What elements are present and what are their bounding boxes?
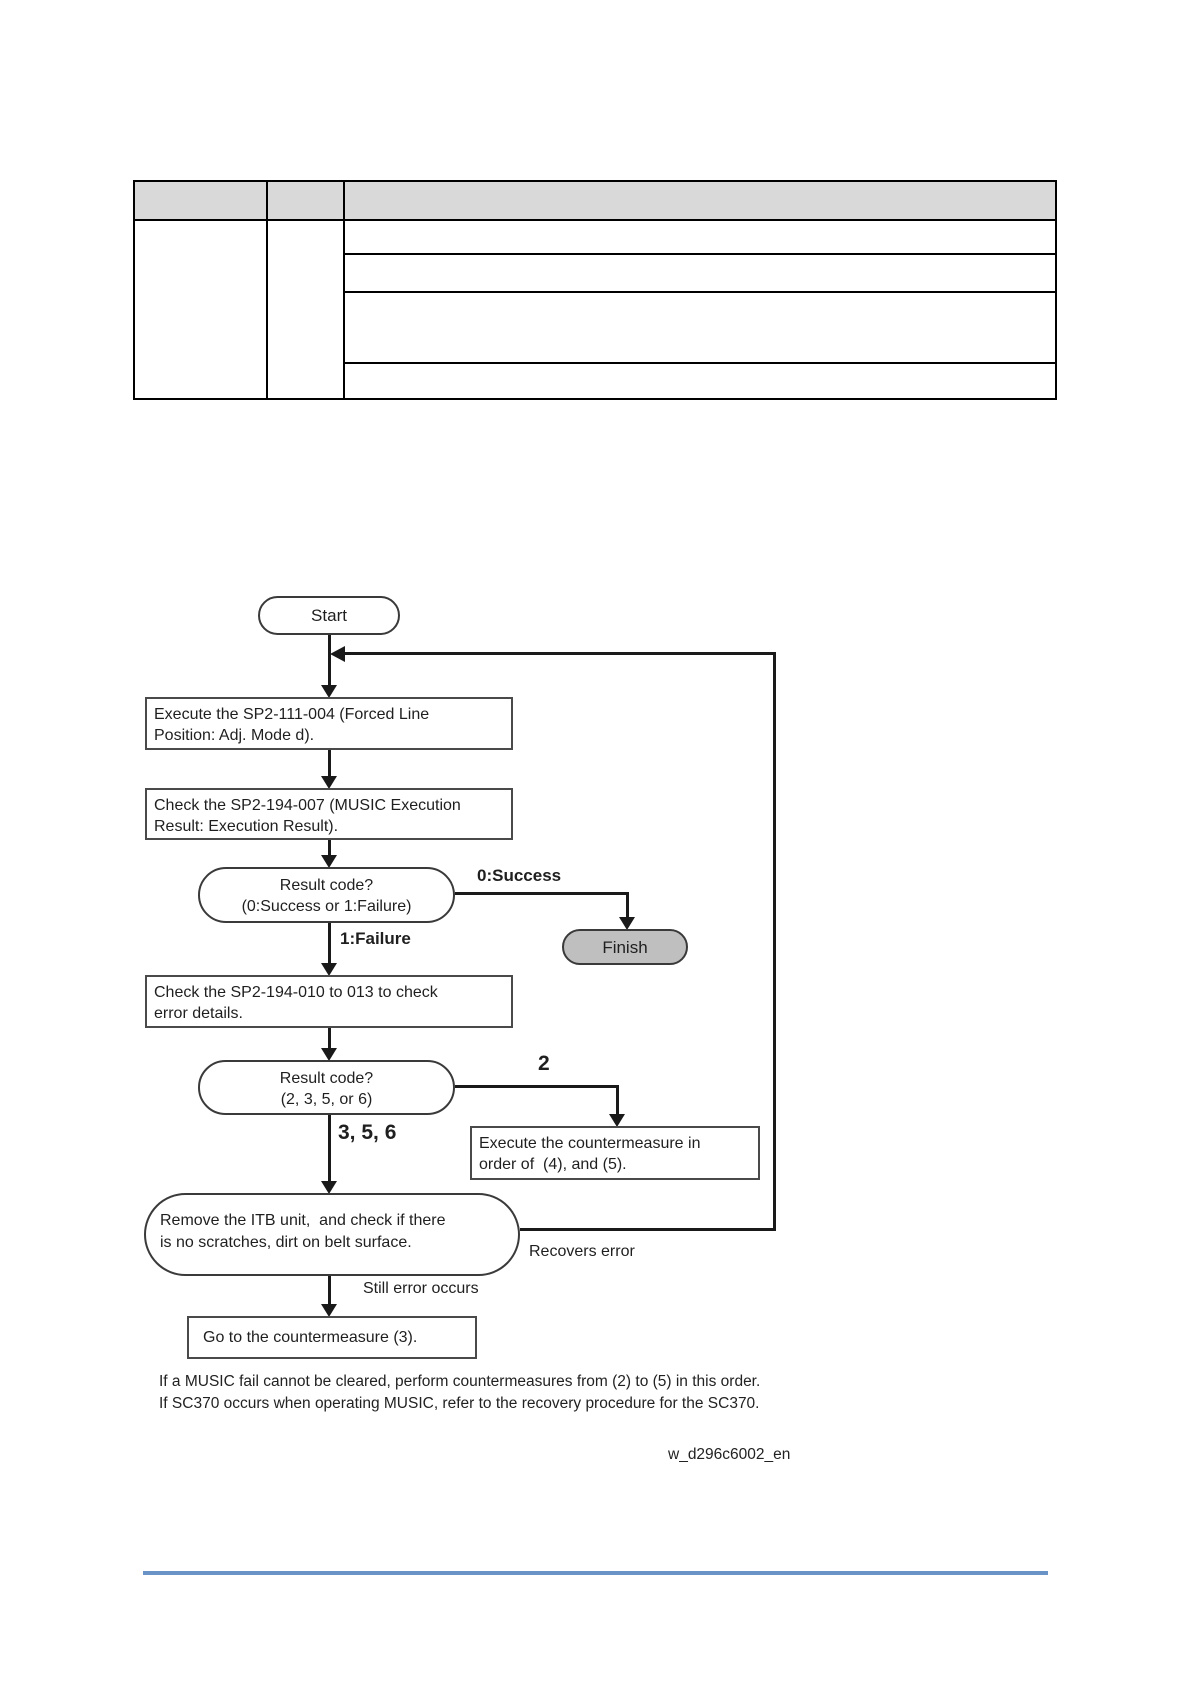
- flowchart-start-node: Start: [258, 596, 400, 635]
- edge-label-code-3-5-6: 3, 5, 6: [338, 1121, 397, 1144]
- flow-line-decision1-box3: [328, 923, 331, 964]
- flow-line-box1-box2: [328, 750, 331, 781]
- flow-line-itb-box5: [328, 1276, 331, 1305]
- success-branch-vertical: [626, 892, 629, 918]
- flowchart-box-check-sp2-194-010: Check the SP2-194-010 to 013 to check er…: [145, 975, 513, 1028]
- loop-right-line: [773, 652, 776, 1231]
- edge-label-still-error: Still error occurs: [363, 1280, 479, 1297]
- edge-label-success: 0:Success: [477, 866, 562, 885]
- figure-id-label: w_d296c6002_en: [668, 1446, 791, 1463]
- flowchart-box-execute-sp2-111-004: Execute the SP2-111-004 (Forced Line Pos…: [145, 697, 513, 750]
- code2-branch-vertical: [616, 1085, 619, 1115]
- arrowhead-into-finish: [619, 917, 635, 930]
- empty-table: [133, 180, 1057, 400]
- arrowhead-into-decision1: [321, 855, 337, 868]
- arrowhead-into-check007: [321, 776, 337, 789]
- loop-bottom-line: [520, 1228, 776, 1231]
- edge-label-recovers-error: Recovers error: [529, 1243, 635, 1260]
- arrowhead-into-itb: [321, 1181, 337, 1194]
- arrowhead-into-decision2: [321, 1048, 337, 1061]
- flow-line-box3-decision2: [328, 1028, 331, 1049]
- arrowhead-into-goto: [321, 1304, 337, 1317]
- arrowhead-loop-return: [330, 646, 345, 662]
- edge-label-failure: 1:Failure: [340, 929, 411, 948]
- flowchart-notes: If a MUSIC fail cannot be cleared, perfo…: [159, 1371, 959, 1415]
- success-branch-horizontal: [455, 892, 629, 895]
- table-row-divider-2: [345, 291, 1055, 293]
- flowchart-box-execute-countermeasure: Execute the countermeasure in order of (…: [470, 1126, 760, 1180]
- footer-rule: [143, 1571, 1048, 1575]
- arrowhead-into-countermeasure45: [609, 1114, 625, 1127]
- flow-line-decision2-itb: [328, 1115, 331, 1182]
- arrowhead-into-check010: [321, 963, 337, 976]
- flowchart-node-remove-itb: Remove the ITB unit, and check if there …: [144, 1193, 520, 1276]
- table-row-divider-3: [345, 362, 1055, 364]
- table-row-divider-1: [345, 253, 1055, 255]
- table-column-divider-2: [343, 182, 345, 398]
- edge-label-code-2: 2: [538, 1052, 550, 1075]
- arrowhead-into-execute: [321, 685, 337, 698]
- table-column-divider-1: [266, 182, 268, 398]
- flowchart-box-goto-countermeasure: Go to the countermeasure (3).: [187, 1316, 477, 1359]
- flow-line-box2-decision1: [328, 840, 331, 858]
- note-line-1: If a MUSIC fail cannot be cleared, perfo…: [159, 1373, 761, 1390]
- flowchart-decision-result-code-1: Result code? (0:Success or 1:Failure): [198, 867, 455, 923]
- flowchart-finish-node: Finish: [562, 929, 688, 965]
- flowchart-decision-result-code-2: Result code? (2, 3, 5, or 6): [198, 1060, 455, 1115]
- table-header-row: [135, 182, 1055, 221]
- code2-branch-horizontal: [455, 1085, 619, 1088]
- loop-top-line: [345, 652, 776, 655]
- flow-line-start-to-execute: [328, 635, 331, 691]
- flowchart-box-check-sp2-194-007: Check the SP2-194-007 (MUSIC Execution R…: [145, 788, 513, 840]
- note-line-2: If SC370 occurs when operating MUSIC, re…: [159, 1395, 760, 1412]
